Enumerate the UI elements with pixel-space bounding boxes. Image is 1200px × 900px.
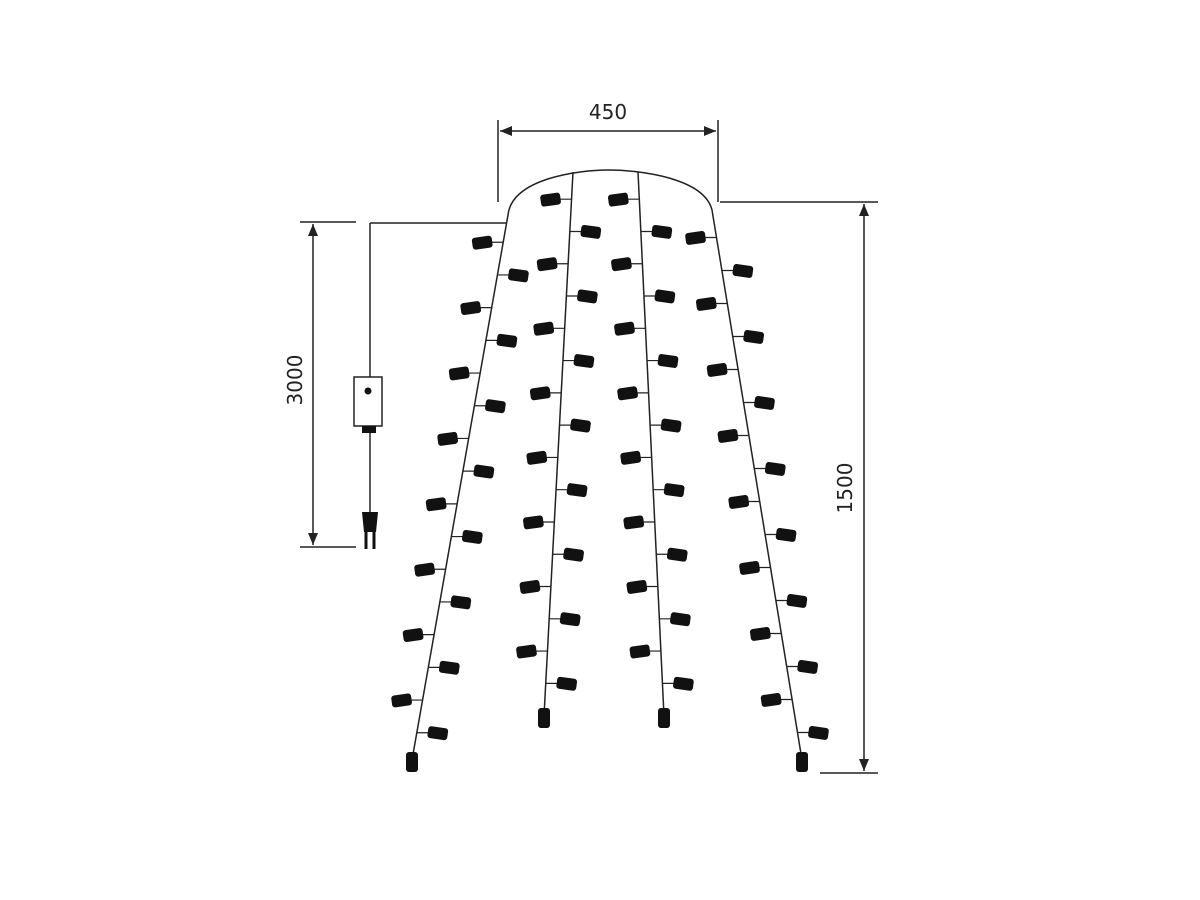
bulb-icon	[523, 515, 544, 530]
bulb-icon	[669, 612, 691, 627]
bulb-icon	[685, 230, 706, 245]
bulb-icon	[666, 547, 688, 562]
bulb-icon	[563, 547, 584, 562]
bulb-icon	[391, 693, 412, 708]
bulb-icon	[663, 483, 685, 498]
bulb-icon	[673, 676, 694, 691]
bulb-icon	[760, 692, 782, 707]
bulb-icon	[526, 450, 548, 465]
light-strands	[411, 169, 803, 761]
bulb-icon	[728, 494, 750, 509]
end-bulb-icon	[406, 752, 418, 772]
bulb-icon	[471, 235, 493, 250]
bulb-icon	[448, 366, 470, 381]
end-bulb-icon	[796, 752, 808, 772]
bulb-icon	[540, 192, 561, 207]
bulb-icon	[620, 450, 642, 465]
height-dimension	[720, 201, 878, 774]
bulb-icon	[437, 431, 459, 446]
bulb-icon	[754, 395, 775, 410]
bulb-icon	[556, 676, 578, 691]
end-bulb-icon	[658, 708, 670, 728]
bulb-icon	[533, 321, 555, 336]
bulb-icon	[427, 726, 449, 741]
bulb-icon	[566, 483, 588, 498]
bulb-icon	[749, 626, 771, 641]
bulb-icon	[654, 289, 676, 304]
bulb-icon	[629, 644, 651, 659]
bulb-icon	[657, 354, 679, 368]
bulb-icon	[485, 399, 506, 414]
bulb-icon	[559, 612, 581, 627]
bulb-icon	[450, 595, 472, 610]
bulb-icon	[580, 224, 602, 239]
cable-dimension	[300, 221, 356, 548]
bulb-icon	[402, 628, 424, 643]
bulb-icon	[743, 329, 765, 344]
bulb-icon	[786, 593, 808, 608]
bulb-icon	[623, 515, 645, 530]
bulb-icon	[651, 224, 673, 239]
height-label: 1500	[833, 463, 857, 514]
plug-icon	[362, 512, 378, 549]
bulb-icon	[739, 560, 760, 575]
bulb-icon	[660, 418, 682, 433]
bulb-icon	[414, 562, 435, 577]
bulb-icon	[573, 354, 595, 368]
bulb-icon	[717, 428, 739, 443]
width-label: 450	[589, 100, 627, 124]
cable-label: 3000	[283, 355, 307, 406]
bulb-icon	[626, 580, 648, 594]
strand-1	[411, 214, 509, 761]
bulb-icon	[775, 527, 797, 542]
controller-box-icon	[353, 376, 383, 433]
width-dimension	[497, 120, 719, 202]
bulb-icon	[570, 418, 591, 433]
bulb-icon	[496, 333, 518, 348]
bulb-icon	[607, 192, 629, 207]
bulb-icon	[460, 301, 482, 316]
end-bulb-icon	[538, 708, 550, 728]
bulb-icon	[516, 644, 537, 659]
bulb-icon	[438, 660, 460, 675]
bulb-icon	[808, 725, 829, 740]
arch	[507, 169, 713, 216]
bulb-icon	[577, 289, 598, 304]
bulb-icon	[695, 296, 717, 311]
bulb-icon	[797, 659, 819, 674]
bulb-icon	[764, 461, 786, 476]
bulb-icon	[617, 386, 638, 401]
bulb-icon	[732, 263, 754, 278]
bulb-icon	[508, 268, 529, 283]
strand-2	[543, 171, 574, 717]
bulb-icon	[461, 530, 483, 544]
bulb-icon	[473, 464, 495, 479]
bulb-icon	[706, 362, 728, 377]
bulb-icon	[536, 257, 558, 272]
bulb-icon	[425, 497, 447, 512]
bulb-icon	[519, 580, 541, 594]
strand-4	[711, 209, 803, 761]
strand-3	[637, 171, 665, 717]
bulb-icon	[614, 321, 635, 336]
bulb-icon	[529, 386, 551, 401]
power-cable	[369, 222, 506, 512]
bulbs	[391, 192, 829, 772]
bulb-icon	[611, 257, 632, 272]
